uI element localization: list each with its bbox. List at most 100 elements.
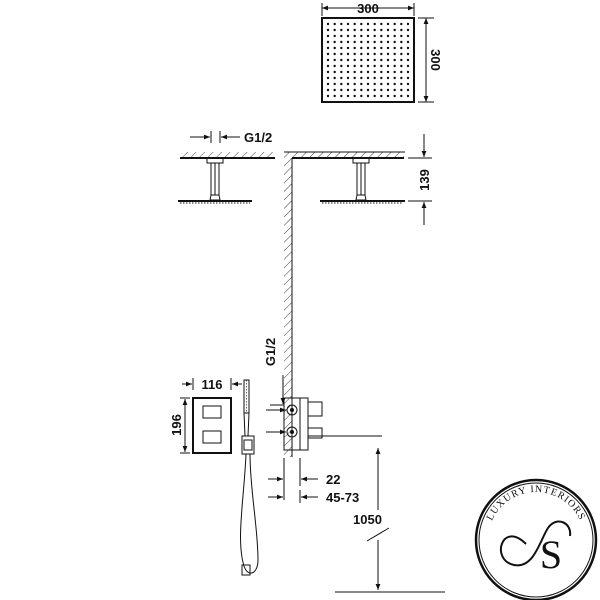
nozzle-dot [380,76,383,80]
nozzle-dot [386,88,390,92]
nozzle-dot [340,40,343,44]
nozzle-dot [366,94,370,98]
nozzle-dot [373,76,376,80]
nozzle-dot [366,70,370,74]
nozzle-dot [373,40,376,44]
shower-head-top-view [321,17,415,103]
nozzle-dot [333,52,336,56]
nozzle-dot [333,22,336,26]
valve-height-label: 1050 [353,512,382,527]
nozzle-dot [346,34,350,38]
nozzle-dot [353,52,356,56]
nozzle-dot [400,64,403,68]
valve-front-plate [192,397,232,454]
nozzle-dot [393,82,396,86]
nozzle-dot [346,22,350,26]
nozzle-dot [386,76,390,80]
nozzle-dot [366,82,370,86]
nozzle-dot [400,58,403,62]
nozzle-dot [393,46,396,50]
nozzle-dot [393,70,396,74]
nozzle-dot [386,82,390,86]
nozzle-dot [406,88,410,92]
nozzle-dot [366,46,370,50]
nozzle-dot [393,34,396,38]
nozzle-dot [326,82,330,86]
nozzle-dot [386,58,390,62]
nozzle-dot [400,28,403,32]
nozzle-dot [353,70,356,74]
nozzle-dot [340,58,343,62]
nozzle-dot [353,40,356,44]
nozzle-dot [333,40,336,44]
wall-section [284,151,405,457]
nozzle-dot [380,40,383,44]
nozzle-dot [400,94,403,98]
nozzle-dot [360,40,363,44]
nozzle-dot [346,40,350,44]
nozzle-dot [366,22,370,26]
nozzle-dot [340,94,343,98]
nozzle-dot [333,94,336,98]
nozzle-dot [380,34,383,38]
arm-thread-label: G1/2 [244,130,272,145]
nozzle-dot [353,28,356,32]
valve-depth-range-dimension: 45-73 [268,490,359,505]
nozzle-dot [346,88,350,92]
plate-height-dimension: 196 [169,397,190,454]
nozzle-grid [326,22,410,98]
nozzle-dot [366,76,370,80]
nozzle-dot [333,34,336,38]
nozzle-dot [386,94,390,98]
nozzle-dot [386,64,390,68]
nozzle-dot [360,34,363,38]
head-width-label: 300 [357,1,379,16]
nozzle-dot [360,70,363,74]
nozzle-dot [373,64,376,68]
nozzle-dot [406,22,410,26]
nozzle-dot [333,82,336,86]
nozzle-dot [353,46,356,50]
nozzle-dot [326,52,330,56]
nozzle-dot [360,28,363,32]
nozzle-dot [393,22,396,26]
nozzle-dot [333,76,336,80]
nozzle-dot [386,28,390,32]
nozzle-dot [400,46,403,50]
nozzle-dot [340,88,343,92]
nozzle-dot [353,22,356,26]
nozzle-dot [346,82,350,86]
nozzle-dot [340,34,343,38]
nozzle-dot [326,22,330,26]
nozzle-dot [400,76,403,80]
nozzle-dot [393,88,396,92]
nozzle-dot [333,46,336,50]
nozzle-dot [326,88,330,92]
nozzle-dot [380,70,383,74]
nozzle-dot [366,34,370,38]
nozzle-dot [400,52,403,56]
nozzle-dot [393,40,396,44]
nozzle-dot [406,52,410,56]
nozzle-dot [326,70,330,74]
ceiling-arm-right [320,157,405,204]
nozzle-dot [360,46,363,50]
nozzle-dot [366,28,370,32]
nozzle-dot [386,22,390,26]
nozzle-dot [380,22,383,26]
nozzle-dot [406,58,410,62]
nozzle-dot [340,28,343,32]
nozzle-dot [333,64,336,68]
nozzle-dot [360,94,363,98]
nozzle-dot [393,64,396,68]
nozzle-dot [400,82,403,86]
nozzle-dot [393,52,396,56]
nozzle-dot [373,46,376,50]
nozzle-dot [326,46,330,50]
nozzle-dot [380,82,383,86]
valve-depth-label: 22 [326,472,340,487]
nozzle-dot [366,40,370,44]
nozzle-dot [353,76,356,80]
arm-thread-dimension: G1/2 [190,130,272,145]
nozzle-dot [346,70,350,74]
